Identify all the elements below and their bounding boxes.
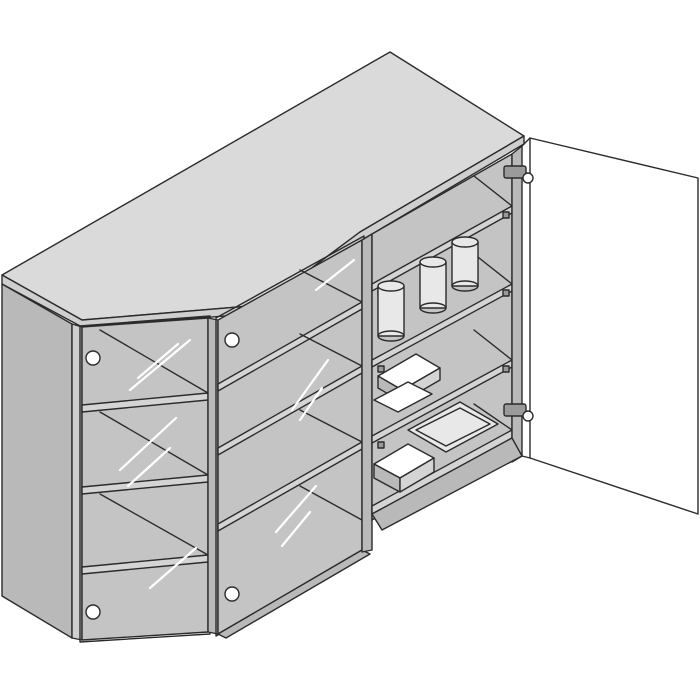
front-plinth: [217, 549, 371, 639]
book-stack: [373, 353, 441, 413]
glass-tumbler-3: [451, 236, 479, 292]
open-door: [529, 137, 699, 515]
glass-tumbler-1: [377, 280, 405, 342]
shelf-support-icon: [377, 441, 385, 449]
hinge-bottom-icon: [503, 403, 534, 422]
glass-tray: [407, 401, 499, 453]
storage-box: [373, 443, 435, 493]
angled-interior-line-1: [99, 329, 209, 394]
front-interior-line-1: [299, 269, 363, 303]
right-interior-line-3: [473, 329, 513, 361]
center-stile: [361, 233, 373, 553]
left-side-panel: [1, 283, 73, 639]
shelf-support-icon: [502, 211, 510, 219]
front-interior-line-2: [299, 333, 363, 367]
open-door-edge-bottom: [521, 455, 531, 459]
glass-tumbler-2: [419, 256, 447, 314]
angled-door-knob-top-icon: [85, 350, 101, 366]
shelf-support-icon: [377, 365, 385, 373]
angled-interior-line-2: [99, 411, 209, 476]
shelf-support-icon: [502, 289, 510, 297]
front-door-knob-top-icon: [224, 332, 240, 348]
right-interior-line-2: [473, 253, 513, 285]
right-interior-line-4: [473, 403, 513, 431]
angled-glass-door: [79, 315, 211, 643]
front-door-knob-bottom-icon: [224, 586, 240, 602]
glass-glints: [118, 258, 356, 590]
open-door-edge: [521, 137, 531, 147]
front-interior-line-3: [299, 409, 363, 443]
shelf-support-icon: [502, 365, 510, 373]
right-interior-line-1: [473, 175, 513, 207]
angled-interior-line-3: [99, 493, 209, 556]
hinge-top-icon: [503, 165, 534, 184]
angled-door-knob-bottom-icon: [85, 604, 101, 620]
